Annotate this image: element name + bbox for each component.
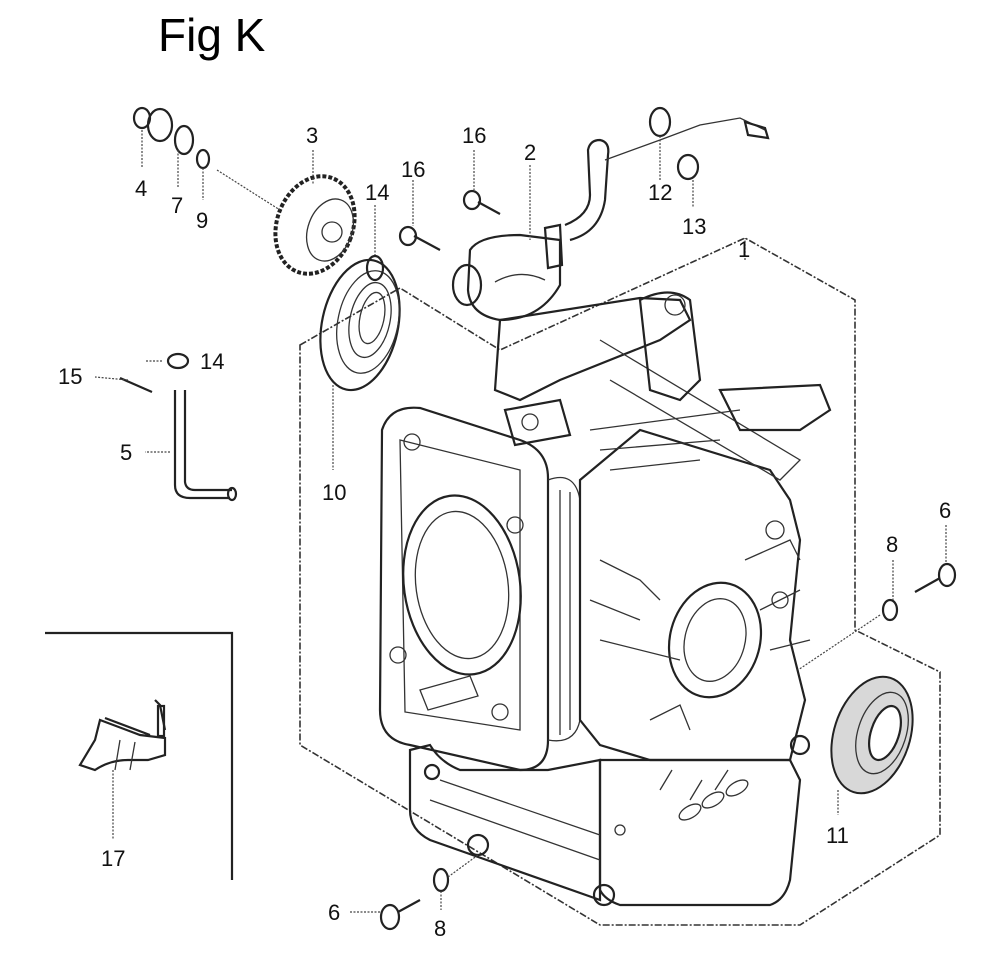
bolt-16-left-drawing bbox=[398, 225, 441, 251]
callout-16-left: 16 bbox=[401, 157, 425, 182]
callout-15: 15 bbox=[58, 364, 82, 389]
callout-10: 10 bbox=[322, 480, 346, 505]
callout-8-bottom: 8 bbox=[434, 916, 446, 941]
callout-8-right: 8 bbox=[886, 532, 898, 557]
callout-2: 2 bbox=[524, 140, 536, 165]
callout-12: 12 bbox=[648, 180, 672, 205]
cap-nut-13-drawing bbox=[676, 153, 700, 181]
pin-15-drawing bbox=[119, 376, 153, 394]
callout-3: 3 bbox=[306, 123, 318, 148]
bolt-6-right-drawing bbox=[914, 562, 957, 593]
washer-14-left-drawing bbox=[166, 352, 190, 370]
callout-1: 1 bbox=[738, 237, 750, 262]
governor-gear-drawing bbox=[273, 174, 357, 276]
callout-13: 13 bbox=[682, 214, 706, 239]
figure-title: Fig K bbox=[158, 9, 266, 61]
governor-shaft-drawing bbox=[173, 390, 232, 500]
washer-8-right-drawing bbox=[881, 598, 899, 622]
callout-6-right: 6 bbox=[939, 498, 951, 523]
governor-slider-drawing bbox=[132, 106, 174, 143]
callout-14-left: 14 bbox=[200, 349, 224, 374]
crankcase-drawing bbox=[378, 291, 832, 907]
washer-7-drawing bbox=[173, 124, 195, 156]
leader-lines bbox=[94, 130, 947, 913]
callout-9: 9 bbox=[196, 208, 208, 233]
washer-8-bottom-drawing bbox=[432, 867, 450, 893]
bolt-16-right-drawing bbox=[462, 189, 501, 215]
callout-4: 4 bbox=[135, 176, 147, 201]
callout-5: 5 bbox=[120, 440, 132, 465]
inset-box bbox=[45, 631, 234, 880]
callout-17: 17 bbox=[101, 846, 125, 871]
oil-level-switch-drawing bbox=[451, 106, 770, 322]
callout-11: 11 bbox=[826, 823, 849, 848]
oil-seal-drawing bbox=[830, 675, 914, 795]
callout-16-right: 16 bbox=[462, 123, 486, 148]
callout-7: 7 bbox=[171, 193, 183, 218]
callout-14-upper: 14 bbox=[365, 180, 389, 205]
assembly-frame bbox=[299, 237, 941, 926]
governor-shaft-end bbox=[226, 486, 238, 502]
ball-bearing-drawing bbox=[319, 258, 401, 392]
engine-mount-drawing bbox=[78, 699, 167, 772]
callout-6-bottom: 6 bbox=[328, 900, 340, 925]
clip-9-drawing bbox=[195, 148, 211, 170]
washer-14-upper-drawing bbox=[365, 254, 385, 282]
bolt-6-bottom-drawing bbox=[379, 899, 421, 931]
